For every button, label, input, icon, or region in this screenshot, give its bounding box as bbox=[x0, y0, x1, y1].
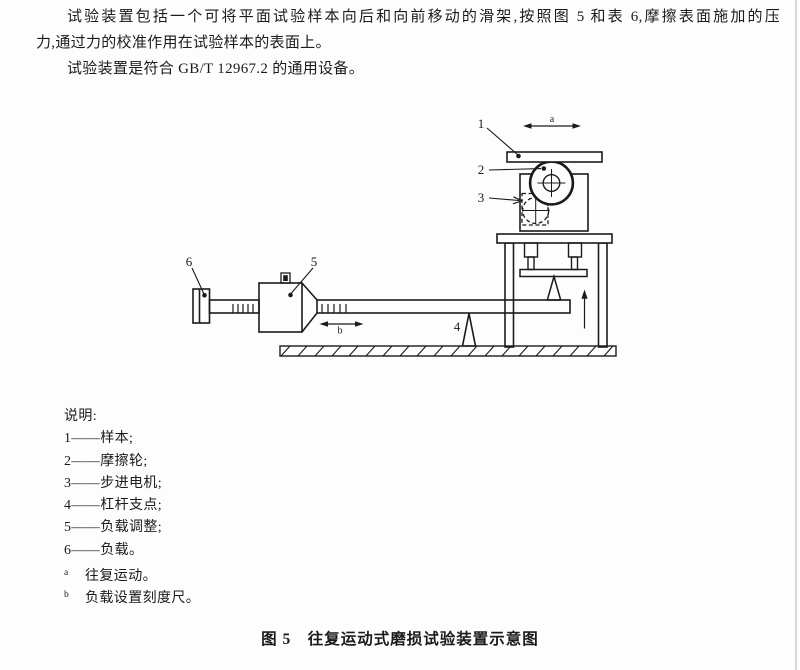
label-stepper-motor: 3 bbox=[478, 190, 485, 205]
legend-item-sample: 1——样本; bbox=[64, 431, 134, 447]
label-lever-fulcrum: 4 bbox=[454, 319, 461, 334]
load-adjust-box bbox=[258, 272, 318, 333]
legend-footnote-b: b 负载设置刻度尺。 bbox=[64, 584, 200, 606]
leader-1 bbox=[486, 127, 521, 159]
footnote-a-marker: a bbox=[64, 568, 69, 579]
scale-rod bbox=[208, 299, 260, 314]
adjust-knob bbox=[280, 272, 291, 284]
label-friction-wheel: 2 bbox=[478, 162, 485, 177]
fulcrum-triangle bbox=[461, 313, 477, 347]
legend-item-friction-wheel: 2——摩擦轮; bbox=[64, 453, 148, 469]
rod-scale-ticks bbox=[232, 304, 254, 313]
legend-footnote-a: a 往复运动。 bbox=[64, 562, 200, 584]
force-up-arrow bbox=[581, 289, 588, 329]
load-scale-arrow bbox=[319, 321, 364, 327]
legend-title: 说明: bbox=[64, 409, 98, 424]
legend: 说明: 1——样本; 2——摩擦轮; 3——步进电机; 4——杠杆支点; 5——… bbox=[64, 406, 200, 607]
leader-3 bbox=[488, 196, 524, 205]
reciprocation-arrow bbox=[523, 123, 581, 129]
figure-caption: 图 5 往复运动式磨损试验装置示意图 bbox=[261, 631, 539, 648]
footnote-a-text: 往复运动。 bbox=[85, 569, 157, 585]
frame-left-leg bbox=[504, 242, 515, 348]
label-sample: 1 bbox=[478, 116, 485, 131]
footnote-b-marker: b bbox=[64, 590, 70, 601]
figure-5-diagram: 1 2 3 4 5 6 a b bbox=[186, 114, 617, 357]
label-reciprocation: a bbox=[550, 114, 555, 125]
body-paragraph-1-line-1: 试验装置包括一个可将平面试验样本向后和向前移动的滑架,按照图 5 和表 6,摩擦… bbox=[67, 9, 780, 25]
leader-lines bbox=[191, 127, 547, 298]
table-top bbox=[496, 233, 613, 244]
load-weight bbox=[192, 288, 211, 324]
page-edge-line bbox=[795, 0, 797, 670]
lever-arm bbox=[316, 299, 571, 314]
legend-item-stepper-motor: 3——步进电机; bbox=[64, 475, 163, 491]
leader-5 bbox=[288, 267, 314, 298]
box-funnel bbox=[301, 282, 318, 333]
ground-hatching bbox=[279, 345, 617, 357]
body-paragraph-1-line-2: 力,通过力的校准作用在试验样本的表面上。 bbox=[36, 35, 331, 51]
footnote-b-text: 负载设置刻度尺。 bbox=[85, 591, 201, 607]
sample-bar bbox=[506, 151, 603, 163]
friction-wheel bbox=[528, 160, 575, 206]
pistons bbox=[523, 242, 583, 271]
label-load-scale: b bbox=[338, 326, 343, 337]
diagram-labels: 1 2 3 4 5 6 a b bbox=[186, 114, 555, 337]
legend-item-load: 6——负载。 bbox=[64, 542, 144, 558]
body-paragraph-2: 试验装置是符合 GB/T 12967.2 的通用设备。 bbox=[67, 61, 364, 77]
legend-item-lever-fulcrum: 4——杠杆支点; bbox=[64, 498, 163, 514]
leader-6 bbox=[191, 267, 207, 298]
pressure-plate bbox=[519, 268, 588, 301]
legend-item-load-adjust: 5——负载调整; bbox=[64, 520, 163, 536]
label-load-adjustment: 5 bbox=[311, 254, 318, 269]
plate-knife-edge bbox=[546, 273, 562, 301]
leader-2 bbox=[488, 166, 547, 171]
support-frame bbox=[496, 233, 613, 348]
lever-scale-ticks bbox=[321, 304, 347, 313]
label-load: 6 bbox=[186, 254, 193, 269]
frame-right-leg bbox=[597, 242, 608, 348]
